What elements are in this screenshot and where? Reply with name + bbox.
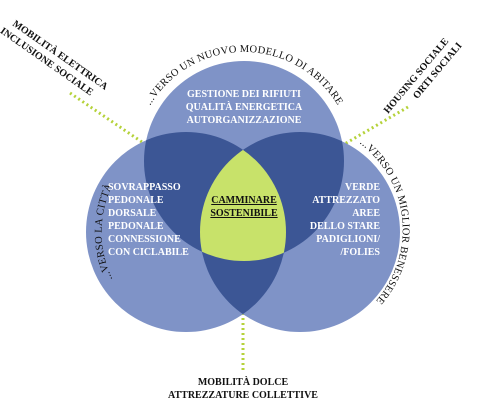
left-circle-line: PEDONALE — [108, 195, 164, 206]
external-label-bottom-line: ATTREZZATURE COLLETTIVE — [168, 390, 318, 401]
external-label-top-right-line: HOUSING SOCIALE — [382, 36, 452, 116]
center-overlap — [200, 132, 286, 261]
external-label-top-left-line: MOBILITÀ ELETTRICA — [10, 18, 111, 93]
right-circle-line: DELLO STARE — [310, 221, 380, 232]
right-circle-text: VERDE ATTREZZATO AREE DELLO STARE PADIGL… — [310, 182, 381, 258]
top-circle-line: QUALITÀ ENERGETICA — [186, 101, 303, 113]
left-circle-line: PEDONALE — [108, 221, 164, 232]
right-circle-line: PADIGLIONI/ — [316, 234, 380, 245]
left-circle-line: DORSALE — [108, 208, 157, 219]
external-label-bottom: MOBILITÀ DOLCE ATTREZZATURE COLLETTIVE — [168, 376, 318, 401]
external-label-top-left: MOBILITÀ ELETTRICA INCLUSIONE SOCIALE — [0, 18, 111, 99]
top-circle-text: GESTIONE DEI RIFIUTI QUALITÀ ENERGETICA … — [186, 89, 303, 126]
right-circle-line: VERDE — [345, 182, 380, 193]
center-label-line1: CAMMINARE — [211, 195, 277, 206]
top-circle-line: GESTIONE DEI RIFIUTI — [187, 89, 301, 100]
top-circle-line: AUTORGANIZZAZIONE — [187, 115, 302, 126]
connector-line-top-right — [299, 105, 409, 172]
right-circle-line: ATTREZZATO — [312, 195, 380, 206]
left-circle-line: CONNESSIONE — [108, 234, 181, 245]
left-circle-text: SOVRAPPASSO PEDONALE DORSALE PEDONALE CO… — [108, 182, 189, 258]
left-circle-line: SOVRAPPASSO — [108, 182, 181, 193]
center-label: CAMMINARE SOSTENIBILE — [210, 195, 278, 219]
external-label-top-left-line: INCLUSIONE SOCIALE — [0, 26, 95, 99]
right-circle-line: /FOLIES — [340, 247, 381, 258]
external-label-bottom-line: MOBILITÀ DOLCE — [198, 376, 289, 388]
left-circle-line: CON CICLABILE — [108, 247, 189, 258]
right-circle-line: AREE — [352, 208, 380, 219]
external-label-top-right: HOUSING SOCIALE ORTI SOCIALI — [382, 36, 465, 116]
center-label-line2: SOSTENIBILE — [210, 208, 278, 219]
